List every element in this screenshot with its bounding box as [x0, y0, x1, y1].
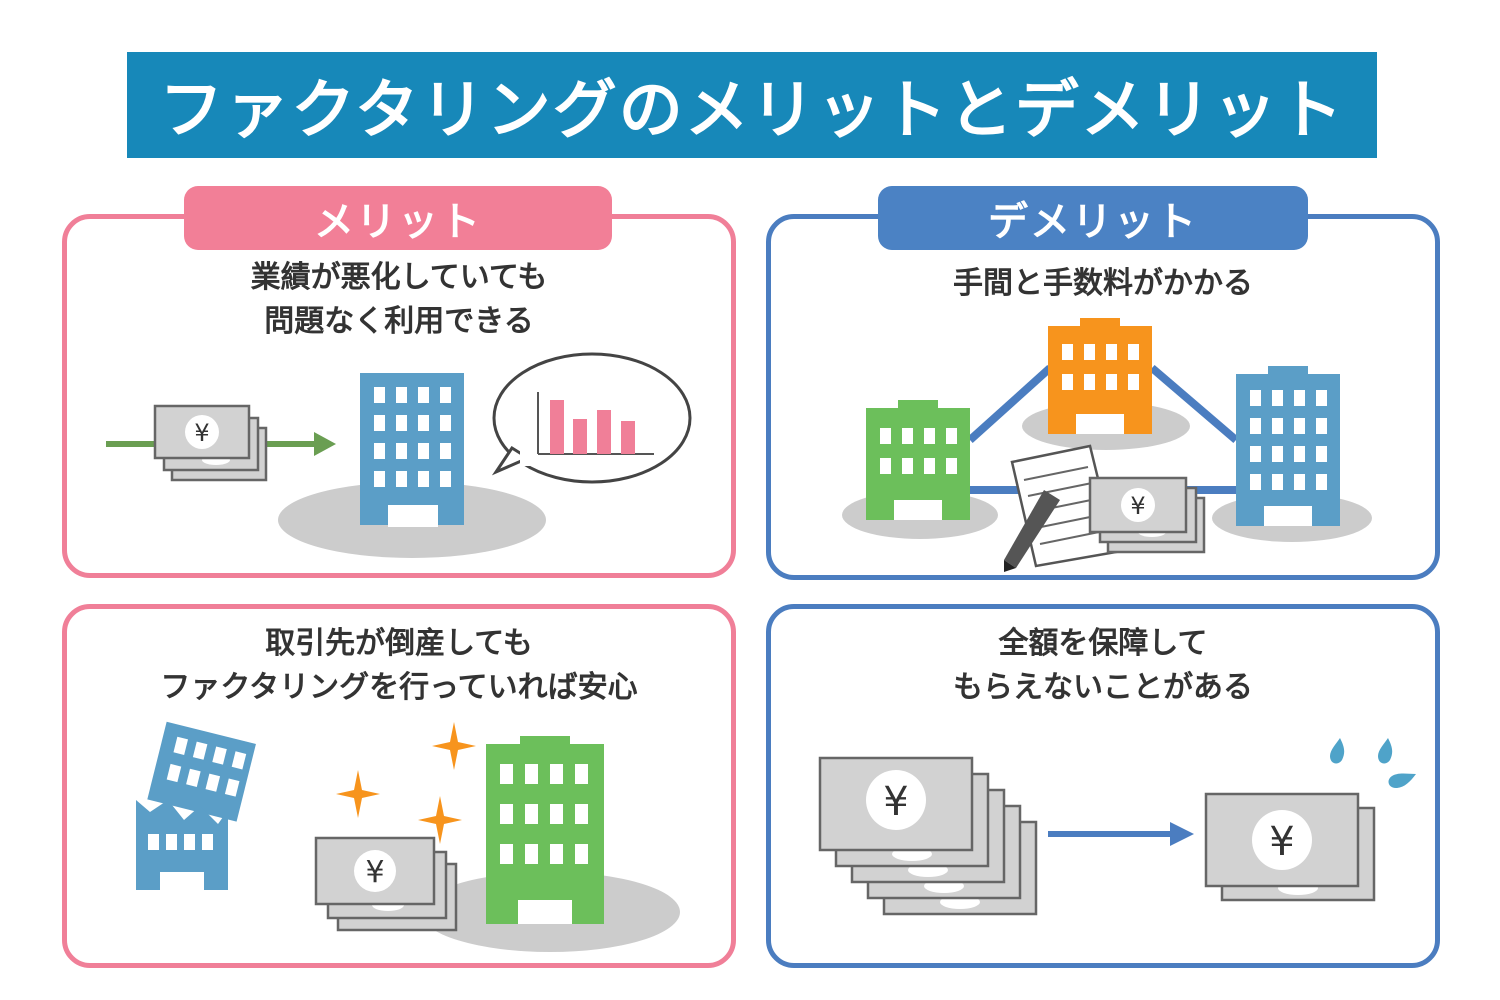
merit-2-caption-line1: 取引先が倒産しても	[265, 626, 533, 661]
demerit-label: デメリット	[878, 186, 1308, 250]
merit-1-caption-line1: 業績が悪化していても	[250, 260, 548, 295]
merit-1-caption: 業績が悪化していても 問題なく利用できる	[62, 256, 736, 344]
demerit-2-caption: 全額を保障して もらえないことがある	[766, 622, 1440, 710]
demerit-1-caption: 手間と手数料がかかる	[766, 262, 1440, 306]
demerit-1-caption-line1: 手間と手数料がかかる	[953, 266, 1253, 301]
merit-2-caption-line2: ファクタリングを行っていれば安心	[160, 670, 638, 705]
demerit-2-caption-line1: 全額を保障して	[998, 626, 1208, 661]
merit-label: メリット	[184, 186, 612, 250]
merit-2-caption: 取引先が倒産しても ファクタリングを行っていれば安心	[62, 622, 736, 710]
page-title: ファクタリングのメリットとデメリット	[127, 52, 1377, 158]
demerit-2-caption-line2: もらえないことがある	[953, 670, 1253, 705]
merit-1-caption-line2: 問題なく利用できる	[264, 304, 534, 339]
